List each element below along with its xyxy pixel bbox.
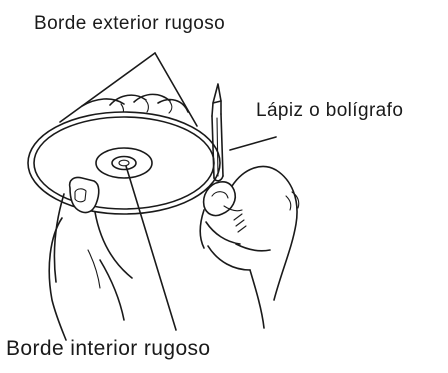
right-hand-drawing: [199, 165, 300, 329]
outer-edge-label: Borde exterior rugoso: [34, 13, 226, 34]
pencil-callout-line: [229, 136, 277, 151]
outer-edge-callout-lines: [59, 52, 198, 127]
upper-hand-drawing: [81, 93, 189, 116]
inner-edge-label: Borde interior rugoso: [6, 337, 211, 360]
disc-drawing: [27, 111, 221, 215]
pencil-drawing: [211, 83, 224, 182]
left-hand-drawing: [48, 176, 133, 341]
pencil-label: Lápiz o bolígrafo: [256, 100, 404, 121]
inner-edge-callout-line: [125, 165, 177, 331]
